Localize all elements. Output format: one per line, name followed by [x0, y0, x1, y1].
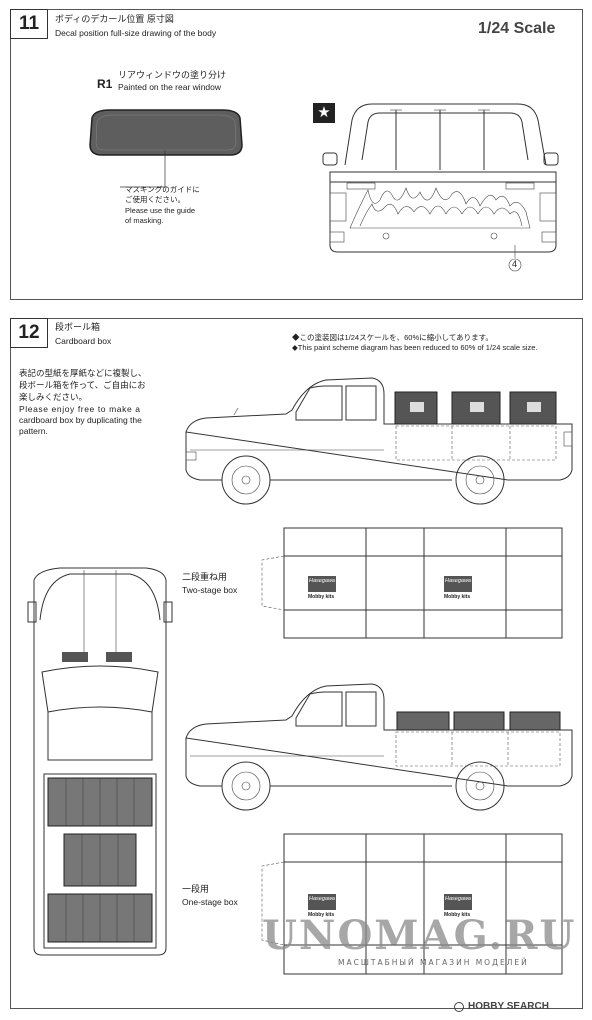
one-stage-logo-2: Hasegawa: [445, 896, 471, 902]
step-12-number: 12: [10, 318, 48, 348]
desc-en-2: cardboard box by duplicating the: [19, 415, 142, 425]
two-stage-jp: 二段重ね用: [182, 572, 228, 582]
r1-en: Painted on the rear window: [118, 82, 222, 92]
step-12-title-jp: 段ボール箱: [55, 322, 101, 332]
step-11-number: 11: [10, 9, 48, 39]
desc-jp-2: 段ボール箱を作って、ご自由にお: [19, 380, 146, 390]
watermark-logo: UNOMAG.RU: [262, 912, 577, 959]
two-stage-logo-1: Hasegawa: [309, 578, 335, 584]
one-stage-en: One-stage box: [182, 897, 238, 907]
masking-en-2: of masking.: [125, 216, 164, 225]
masking-jp-2: ご使用ください。: [125, 195, 185, 204]
step-11-title-en: Decal position full-size drawing of the …: [55, 28, 217, 38]
footer-brand: HOBBY SEARCH: [468, 1001, 549, 1012]
scale-note-en: ◆This paint scheme diagram has been redu…: [292, 343, 538, 352]
masking-en-1: Please use the guide: [125, 206, 196, 215]
one-stage-logo-sub-1: Mobby kits: [308, 912, 335, 918]
one-stage-jp: 一段用: [182, 884, 210, 894]
two-stage-logo-sub-1: Mobby kits: [308, 594, 335, 600]
desc-en-3: pattern.: [19, 426, 48, 436]
one-stage-logo-1: Hasegawa: [309, 896, 335, 902]
masking-jp-1: マスキングのガイドに: [125, 185, 200, 194]
watermark-subtitle: МАСШТАБНЫЙ МАГАЗИН МОДЕЛЕЙ: [338, 958, 529, 967]
desc-jp-1: 表記の型紙を厚紙などに複製し、: [19, 368, 147, 378]
desc-jp-3: 楽しみください。: [19, 392, 88, 402]
hobby-search-icon: [454, 1002, 464, 1012]
desc-en-1: Please enjoy free to make a: [19, 404, 141, 414]
scale-label: 1/24 Scale: [478, 20, 556, 37]
step-11-title-jp: ボディのデカール位置 原寸図: [55, 14, 174, 24]
step-12-title-en: Cardboard box: [55, 336, 112, 346]
two-stage-logo-2: Hasegawa: [445, 578, 471, 584]
callout-4: 4: [512, 259, 518, 269]
rear-window-decal: [89, 109, 243, 188]
one-stage-logo-sub-2: Mobby kits: [444, 912, 471, 918]
scale-note-jp: ◆この塗装図は1/24スケールを、60%に縮小してあります。: [292, 333, 493, 342]
truck-rear-view-drawing: [322, 103, 559, 272]
two-stage-en: Two-stage box: [182, 585, 238, 595]
r1-jp: リアウィンドウの塗り分け: [118, 70, 227, 80]
r1-label: R1: [97, 77, 113, 91]
star-badge: ★: [313, 103, 335, 123]
two-stage-logo-sub-2: Mobby kits: [444, 594, 471, 600]
